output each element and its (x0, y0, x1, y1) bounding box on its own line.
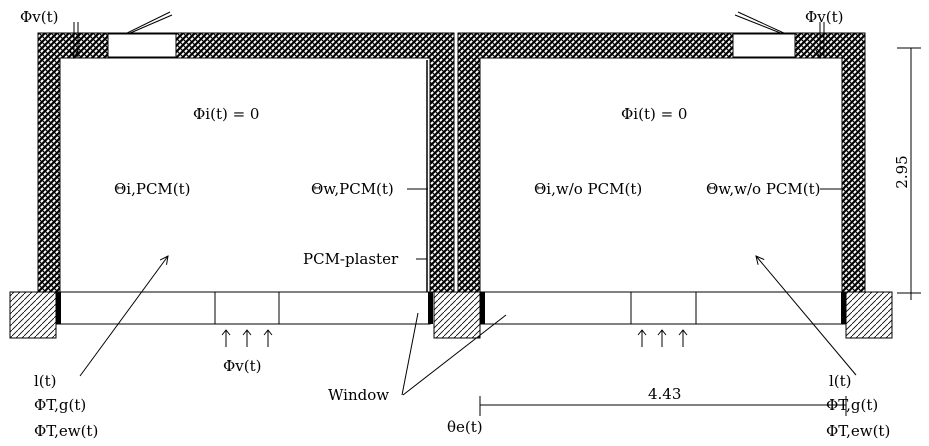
left-window-glazing (56, 292, 61, 324)
left-window-glazing-right (428, 292, 433, 324)
right-left-column (433, 291, 481, 339)
right-air-temp-label: Θi,w/o PCM(t) (534, 180, 642, 198)
left-glazing-loss-label: ΦT,g(t) (34, 396, 86, 414)
right-flux-zero-label: Φi(t) = 0 (621, 105, 687, 123)
left-roof-vent (107, 33, 177, 58)
left-solar-label: l(t) (34, 372, 57, 390)
width-dimension-label: 4.43 (648, 385, 681, 403)
right-vent-flux-top-label: Φv(t) (805, 8, 844, 26)
left-wall-loss-label: ΦT,ew(t) (34, 422, 98, 440)
right-vent-flap (737, 11, 787, 35)
height-dimension (897, 47, 921, 300)
right-solar-arrow (756, 256, 857, 376)
left-wall-temp-label: Θw,PCM(t) (311, 180, 394, 198)
left-column (9, 291, 57, 339)
outdoor-temp-label: θe(t) (447, 418, 483, 436)
left-vent-flap (124, 11, 171, 35)
left-vent-flux-top-label: Φv(t) (20, 8, 59, 26)
right-wall-loss-label: ΦT,ew(t) (826, 422, 890, 440)
right-floor-slab (479, 291, 847, 325)
left-flux-zero-label: Φi(t) = 0 (193, 105, 259, 123)
left-floor-slab (55, 291, 431, 325)
right-column (845, 291, 893, 339)
right-room-walls (457, 32, 866, 293)
right-window-glazing (480, 292, 485, 324)
height-dimension-label: 2.95 (893, 155, 911, 188)
left-air-temp-label: Θi,PCM(t) (114, 180, 191, 198)
left-plaster-label: PCM-plaster (303, 250, 399, 268)
left-solar-arrow (79, 256, 168, 377)
left-vent-flux-bottom-arrows (221, 329, 273, 347)
right-wall-temp-label: Θw,w/o PCM(t) (706, 180, 820, 198)
left-room (9, 11, 455, 377)
right-glazing-loss-label: ΦT,g(t) (826, 396, 878, 414)
window-leader-left (401, 312, 419, 396)
right-window-glazing-right (841, 292, 846, 324)
right-room (433, 11, 893, 376)
width-dimension (479, 396, 847, 416)
right-solar-label: l(t) (829, 372, 852, 390)
right-vent-flux-bottom-arrows (637, 329, 688, 347)
window-label: Window (328, 386, 389, 404)
window-leader-right (402, 314, 507, 396)
right-roof-vent (732, 33, 796, 58)
left-vent-flux-bottom-label: Φv(t) (223, 357, 262, 375)
